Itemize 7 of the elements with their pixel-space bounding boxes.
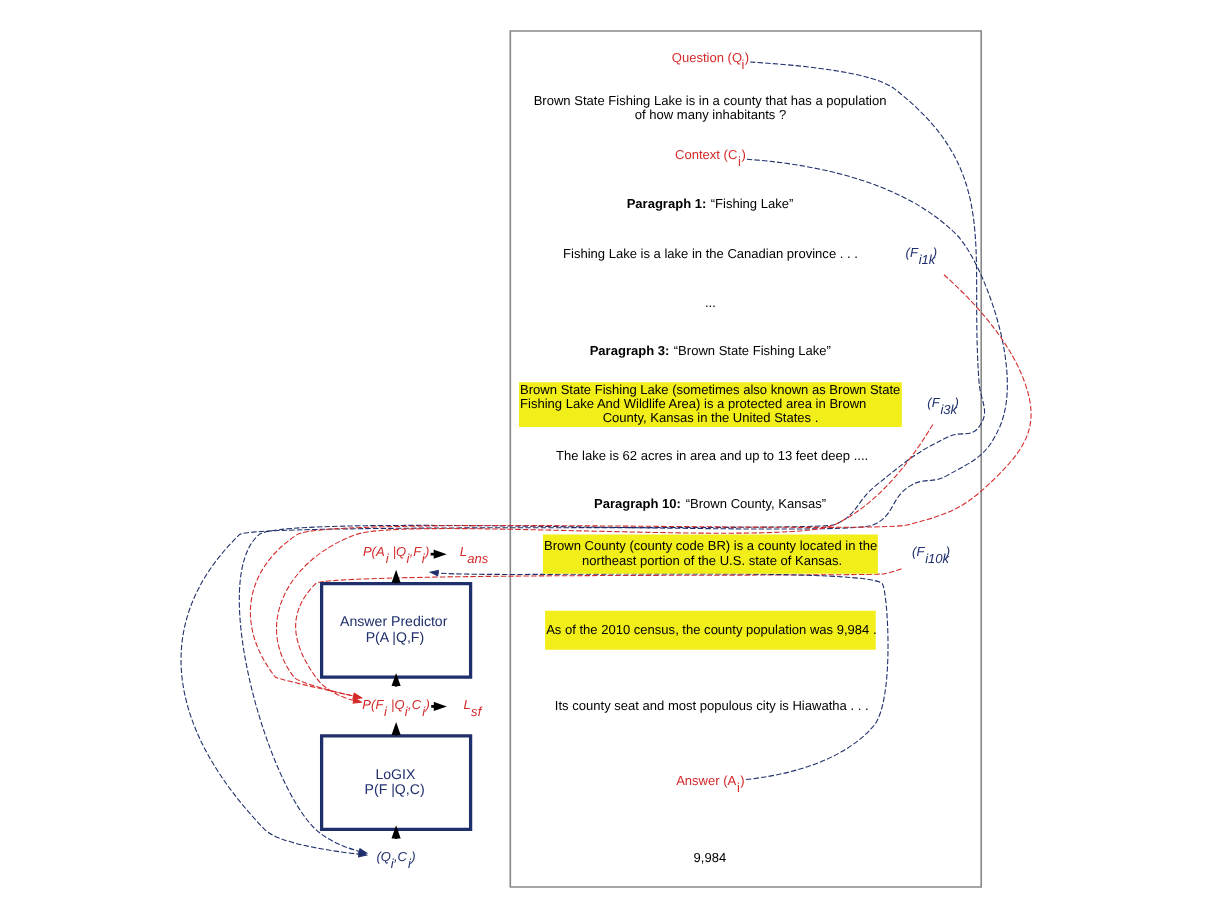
arrow [276, 423, 934, 699]
arrow [431, 700, 447, 710]
cluster [509, 29, 983, 887]
arrow [249, 273, 1032, 699]
arrow [428, 568, 889, 780]
arrow [295, 567, 902, 703]
arrow [238, 157, 1008, 854]
